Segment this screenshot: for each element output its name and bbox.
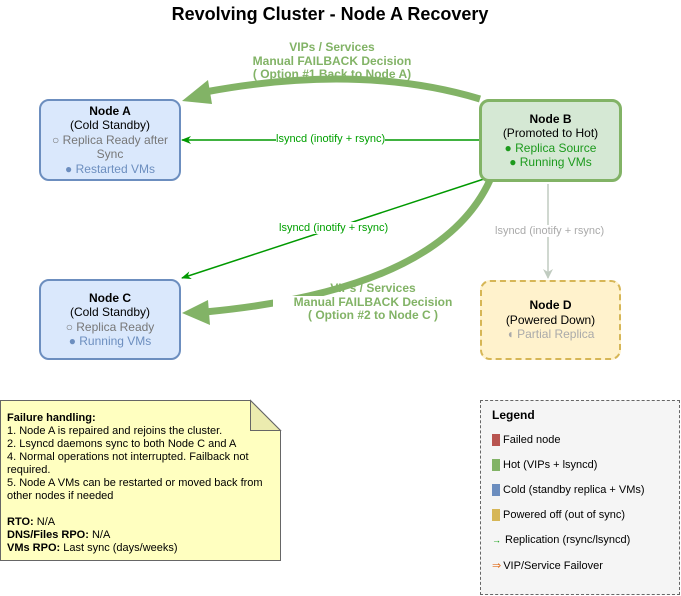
node-a-replica-status: ○ Replica Ready after Sync: [52, 132, 168, 162]
metric-rto-label: RTO:: [7, 516, 34, 528]
hot-swatch: [492, 459, 500, 471]
note-step-2: 2. Lsyncd daemons sync to both Node C an…: [7, 438, 237, 450]
note-spacer: [7, 503, 275, 516]
metric-dns-rpo: DNS/Files RPO: N/A: [7, 529, 275, 542]
failback-label-node-c: VIPs / Services Manual FAILBACK Decision…: [273, 281, 473, 323]
failback-arrowhead-node-a: [182, 80, 212, 104]
failback-c-line-1: VIPs / Services: [330, 281, 416, 295]
metric-vms-rpo: VMs RPO: Last sync (days/weeks): [7, 542, 275, 555]
node-c-replica-status: ○ Replica Ready: [65, 319, 155, 334]
legend-label-replication: Replication (rsync/lsyncd): [505, 534, 631, 546]
sync-label-b-to-d: lsyncd (inotify + rsync): [495, 225, 605, 237]
metric-dns-rpo-label: DNS/Files RPO:: [7, 529, 89, 541]
note-shape: [0, 400, 281, 561]
legend-title: Legend: [492, 408, 535, 422]
note-fold: [250, 399, 282, 431]
note-step-4: 4. Normal operations not interrupted. Fa…: [7, 451, 249, 476]
note-step-5: 5. Node A VMs can be restarted or moved …: [7, 477, 263, 502]
node-c-name: Node C: [89, 290, 131, 305]
legend-item-failover: ⇒ VIP/Service Failover: [492, 559, 603, 573]
failback-arrow-node-a: [204, 75, 482, 103]
node-b-replica-status: ● Replica Source: [504, 140, 597, 155]
node-b[interactable]: Node B (Promoted to Hot) ● Replica Sourc…: [479, 99, 622, 182]
legend-label-hot: Hot (VIPs + lsyncd): [503, 459, 598, 471]
node-a[interactable]: Node A (Cold Standby) ○ Replica Ready af…: [39, 99, 181, 181]
metric-rto-value: N/A: [36, 516, 56, 528]
metric-vms-rpo-label: VMs RPO:: [7, 542, 61, 554]
node-a-role: (Cold Standby): [69, 118, 151, 133]
node-c-role: (Cold Standby): [69, 305, 151, 319]
failback-c-line-3: ( Option #2 to Node C ): [308, 308, 438, 322]
failure-handling-note: Failure handling: 1. Node A is repaired …: [0, 400, 281, 561]
node-b-role: (Promoted to Hot): [502, 126, 599, 140]
legend-label-powered-off: Powered off (out of sync): [503, 509, 626, 521]
node-b-name: Node B: [529, 111, 572, 126]
cold-swatch: [492, 484, 500, 496]
failback-a-line-1: VIPs / Services: [289, 40, 375, 54]
sync-label-b-to-c: lsyncd (inotify + rsync): [279, 222, 389, 234]
failback-a-line-2: Manual FAILBACK Decision: [252, 53, 412, 68]
failback-arrow-node-c: [204, 178, 494, 316]
note-content: Failure handling: 1. Node A is repaired …: [7, 412, 275, 555]
legend-label-failover: VIP/Service Failover: [503, 559, 603, 572]
legend-label-failed: Failed node: [503, 434, 561, 446]
node-d-role: (Powered Down): [505, 312, 596, 327]
legend: Legend Failed node Hot (VIPs + lsyncd) C…: [480, 400, 680, 595]
node-d[interactable]: Node D (Powered Down) ◖ Partial Replica: [480, 280, 621, 360]
node-c[interactable]: Node C (Cold Standby) ○ Replica Ready ● …: [39, 279, 181, 360]
diagram-title: Revolving Cluster - Node A Recovery: [171, 4, 489, 24]
failed-swatch: [492, 434, 500, 446]
legend-item-replication: → Replication (rsync/lsyncd): [492, 534, 630, 546]
node-a-vm-status: ● Restarted VMs: [65, 161, 155, 176]
node-c-vm-status: ● Running VMs: [68, 334, 152, 348]
failback-c-line-2: Manual FAILBACK Decision: [273, 295, 473, 309]
failback-label-node-a: VIPs / Services Manual FAILBACK Decision…: [232, 40, 432, 82]
metric-rto: RTO: N/A: [7, 516, 275, 529]
note-heading: Failure handling:: [7, 412, 96, 424]
failback-arrowhead-node-c: [182, 300, 210, 325]
legend-item-powered-off: Powered off (out of sync): [492, 509, 625, 521]
sync-label-b-to-a: lsyncd (inotify + rsync): [276, 133, 386, 145]
replication-arrow-icon: →: [492, 535, 501, 545]
metric-dns-rpo-value: N/A: [91, 529, 111, 541]
metric-vms-rpo-value: Last sync (days/weeks): [63, 542, 178, 554]
legend-item-failed: Failed node: [492, 434, 561, 446]
node-a-name: Node A: [89, 103, 131, 118]
failover-arrow-icon: ⇒: [492, 560, 502, 572]
powered-off-swatch: [492, 509, 500, 521]
note-step-1: 1. Node A is repaired and rejoins the cl…: [7, 425, 223, 437]
node-d-replica-status: ◖ Partial Replica: [506, 327, 595, 342]
legend-item-cold: Cold (standby replica + VMs): [492, 484, 645, 496]
node-d-name: Node D: [529, 298, 572, 313]
failback-a-line-3: ( Option #1 Back to Node A): [252, 67, 412, 81]
legend-item-hot: Hot (VIPs + lsyncd): [492, 459, 597, 471]
legend-label-cold: Cold (standby replica + VMs): [503, 484, 645, 496]
node-b-vm-status: ● Running VMs: [509, 155, 592, 169]
